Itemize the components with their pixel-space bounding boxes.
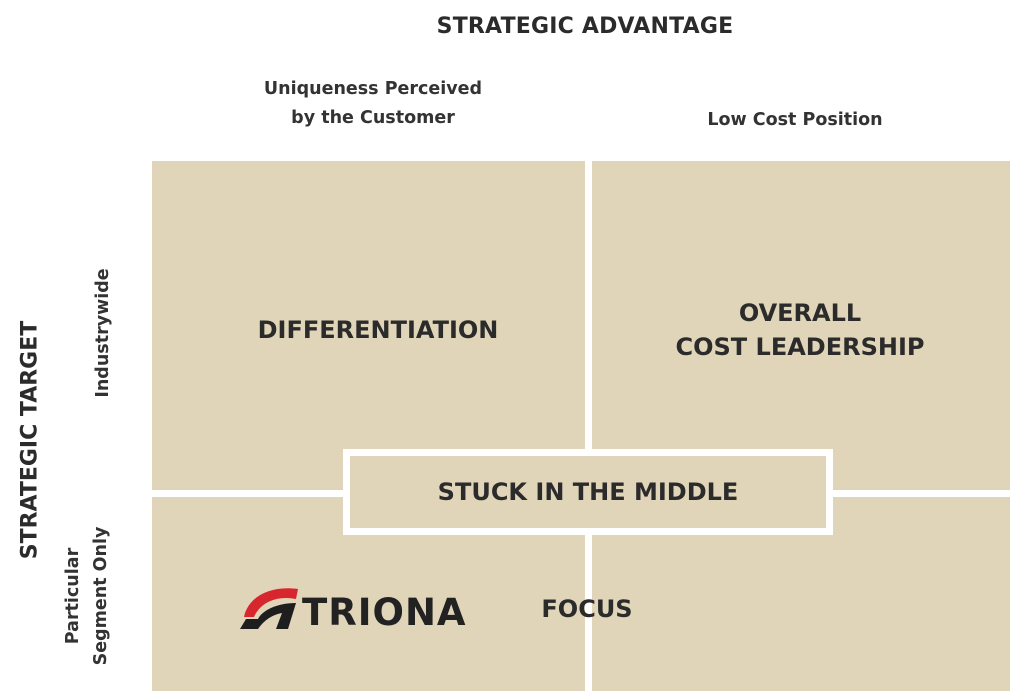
- quadrant-focus: FOCUS: [541, 595, 633, 623]
- quadrant-cost-leadership: OVERALL COST LEADERSHIP: [650, 296, 950, 364]
- column-label-uniqueness-line1: Uniqueness Perceived: [263, 79, 483, 99]
- triona-logo-text: TRIONA: [302, 591, 467, 634]
- quadrant-differentiation: DIFFERENTIATION: [257, 316, 499, 344]
- row-label-particular-line1: Particular: [63, 547, 83, 645]
- stuck-in-the-middle-label: STUCK IN THE MIDDLE: [437, 478, 739, 506]
- triona-logo: TRIONA: [236, 583, 486, 635]
- row-label-industrywide: Industrywide: [93, 268, 113, 398]
- column-label-uniqueness: Uniqueness Perceived by the Customer: [228, 75, 518, 133]
- strategic-advantage-title: STRATEGIC ADVANTAGE: [436, 14, 734, 39]
- row-label-particular-segment: Particular Segment Only: [59, 527, 115, 666]
- quadrant-cost-leadership-line2: COST LEADERSHIP: [675, 333, 925, 361]
- strategy-grid: [152, 161, 1010, 691]
- column-label-low-cost: Low Cost Position: [707, 110, 883, 130]
- triona-mark-icon: [240, 588, 298, 629]
- column-label-uniqueness-line2: by the Customer: [291, 108, 455, 128]
- strategic-target-title: STRATEGIC TARGET: [17, 320, 43, 560]
- quadrant-cost-leadership-line1: OVERALL: [738, 299, 862, 327]
- stuck-in-the-middle-box: STUCK IN THE MIDDLE: [343, 449, 833, 535]
- vertical-divider: [585, 161, 592, 691]
- row-label-particular-line2: Segment Only: [91, 526, 111, 666]
